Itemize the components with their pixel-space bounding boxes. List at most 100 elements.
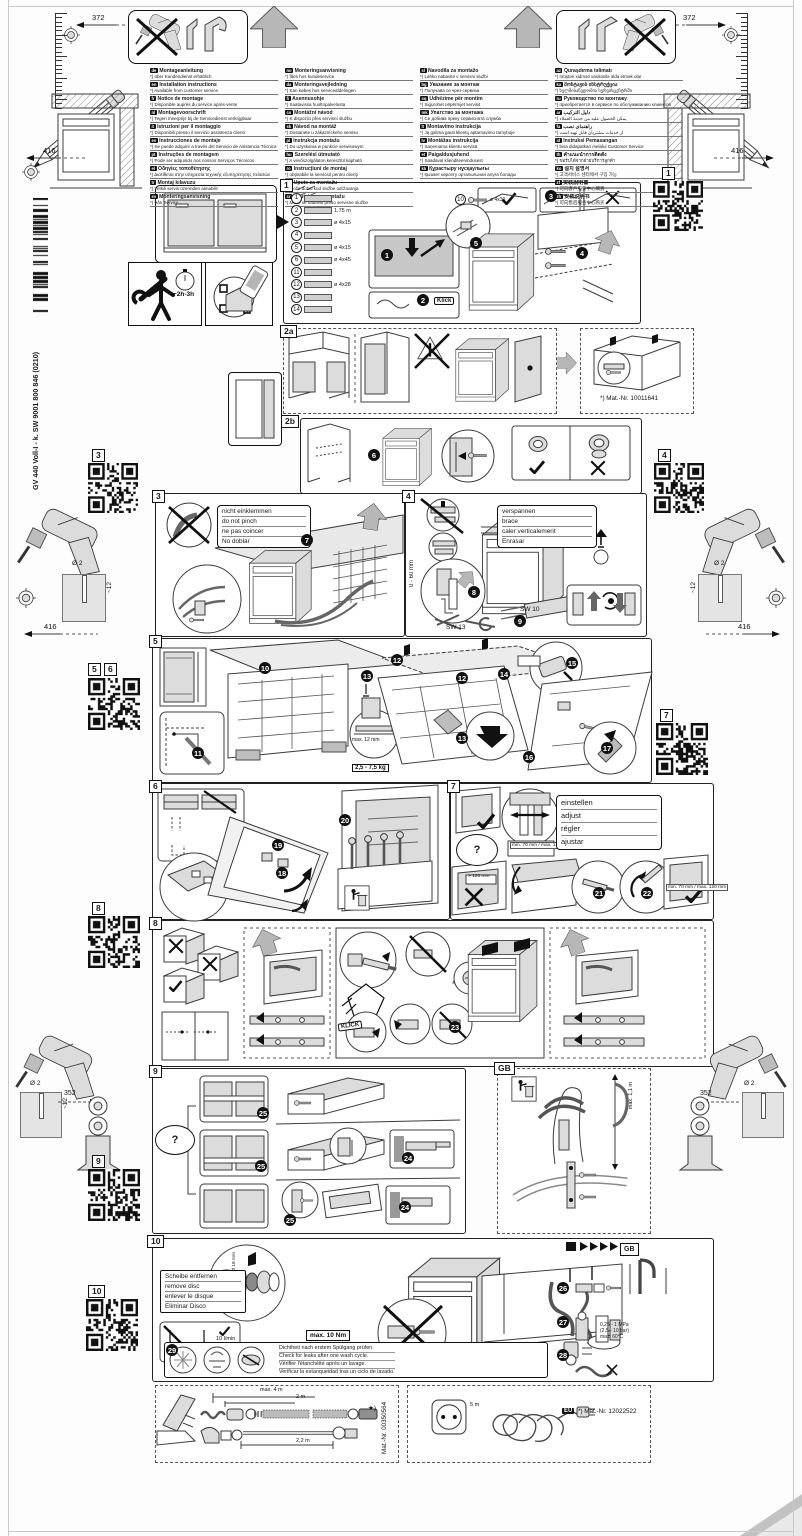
hose-max-length: max. 4 m bbox=[260, 1387, 283, 1393]
panel-6-label: 6 bbox=[149, 780, 162, 793]
qr-ref-label: 10 bbox=[88, 1285, 106, 1298]
warn-line: Enrasar bbox=[502, 538, 525, 545]
language-code-badge: tr bbox=[150, 179, 157, 185]
language-code-badge: sr bbox=[285, 193, 292, 199]
qr-code-7 bbox=[656, 723, 708, 775]
scan-edge-right bbox=[793, 0, 794, 1536]
pinch-warning-box: nicht einklemmen do not pinch ne pas coi… bbox=[217, 505, 311, 548]
step-badge: 25 bbox=[257, 1107, 269, 1119]
step-badge: 18 bbox=[276, 867, 288, 879]
cord-length: 5 m bbox=[470, 1402, 480, 1408]
panel-2b-label: 2b bbox=[281, 415, 299, 428]
panel-3-label: 3 bbox=[152, 490, 165, 503]
leak-check-icons bbox=[169, 1346, 265, 1374]
wrench-size-label: SW 13 bbox=[446, 624, 466, 631]
adjust-line: régler bbox=[561, 823, 657, 836]
language-code-badge: zh bbox=[555, 193, 563, 199]
leak-line: Verificar la estanqueidad tras un ciclo … bbox=[279, 1368, 395, 1375]
dim-416-drill-right: 416 bbox=[738, 622, 751, 631]
language-entry: hrUpute za montažu*) može dobiti kod slu… bbox=[285, 179, 413, 193]
drill-icon bbox=[621, 12, 669, 52]
dim-416-drill-right-arrow bbox=[706, 631, 780, 637]
qr-ref-label: 5 bbox=[88, 663, 101, 676]
language-code-badge: de bbox=[150, 67, 158, 73]
flow-rate-label: 10 l/min bbox=[216, 1336, 236, 1342]
step-badge: 25 bbox=[255, 1160, 267, 1172]
step-badge: 4 bbox=[576, 247, 588, 259]
drill-diameter-left: Ø 2 bbox=[72, 560, 83, 567]
step-badge: 11 bbox=[192, 747, 204, 759]
qr-ref-label: 3 bbox=[92, 449, 105, 462]
parts-list-item: 1 bbox=[291, 192, 383, 204]
step-badge: 5 bbox=[470, 237, 482, 249]
language-code-badge: ar bbox=[555, 109, 562, 115]
hose-mat-nr: Mat.-Nr. 00350564 bbox=[381, 1401, 388, 1454]
gap-label: max. 12 mm bbox=[352, 737, 380, 743]
pressure-line: max. 60°C bbox=[600, 1334, 624, 1340]
ruler-left bbox=[55, 13, 69, 109]
qr-ref-label: 9 bbox=[92, 1155, 105, 1168]
step-badge: 19 bbox=[272, 839, 284, 851]
panel-5-sketch bbox=[159, 638, 653, 775]
warn-line: caler verticalement bbox=[502, 527, 592, 537]
leak-line: Dichtheit nach erstem Spülgang prüfen. bbox=[279, 1345, 395, 1353]
bracket-part-left bbox=[76, 1096, 122, 1171]
part-icon bbox=[304, 269, 332, 277]
torque-label: max. 10 Nm bbox=[306, 1330, 351, 1341]
parts-item-10: 10 ø 4x30 bbox=[455, 194, 505, 205]
screw-icon bbox=[468, 196, 487, 203]
language-code-badge: id bbox=[555, 137, 562, 143]
dim-372-right-arrow bbox=[664, 22, 726, 28]
wrench-icon bbox=[138, 276, 168, 302]
adjust-instruction-box: einstellen adjust régler ajustar bbox=[556, 795, 662, 850]
step-badge: 8 bbox=[468, 586, 480, 598]
step-badge: 13 bbox=[456, 732, 468, 744]
panel-8-label: 8 bbox=[149, 917, 162, 930]
qr-code-9 bbox=[88, 1169, 140, 1221]
panel-profile-icon bbox=[578, 17, 590, 50]
step-badge: 21 bbox=[593, 887, 605, 899]
panel-2a-sketch bbox=[288, 331, 542, 406]
part-icon bbox=[304, 244, 332, 252]
disc-line: enlever le disque bbox=[165, 1292, 241, 1302]
language-code-badge: mk bbox=[420, 109, 430, 115]
drill-target-right bbox=[766, 588, 786, 608]
language-code-badge: hu bbox=[285, 151, 294, 157]
disc-line: Eliminar Disco bbox=[165, 1303, 206, 1310]
dim-352-left: 352 bbox=[64, 1090, 76, 1097]
drill-hole-block-br bbox=[742, 1092, 784, 1138]
unknown-panel-box: -?- bbox=[228, 372, 282, 446]
brace-instruction-box: verspannen brace caler verticalement Enr… bbox=[497, 505, 597, 548]
warn-line: do not pinch bbox=[222, 517, 306, 527]
ruler-right bbox=[734, 13, 748, 109]
qr-code-10 bbox=[86, 1299, 138, 1351]
dim-416-right: 416 bbox=[731, 146, 744, 155]
language-code-badge: fi bbox=[285, 95, 291, 101]
drill-diameter-br: Ø 2 bbox=[744, 1080, 755, 1087]
panel-10-sketch bbox=[159, 1242, 667, 1378]
panel-5-label: 5 bbox=[149, 635, 162, 648]
qr-ref-label: 6 bbox=[104, 663, 117, 676]
step-badge: 10 bbox=[259, 662, 271, 674]
install-duration: ~2h-3h bbox=[173, 291, 195, 298]
step-badge: 20 bbox=[339, 814, 351, 826]
